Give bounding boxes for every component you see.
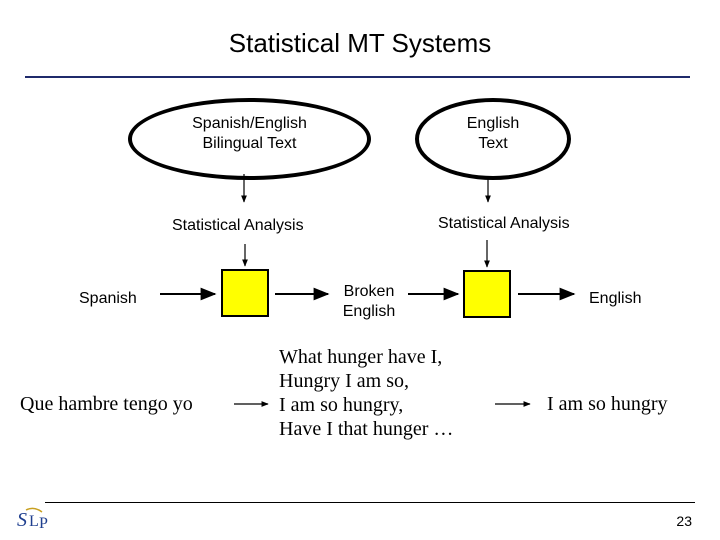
- slp-logo: S L P: [17, 507, 48, 532]
- candidate-line-2: Hungry I am so,: [279, 370, 409, 392]
- footer-divider: [45, 502, 695, 503]
- pipeline-input-label: Spanish: [79, 290, 137, 307]
- page-number: 23: [676, 513, 692, 529]
- slide-title: Statistical MT Systems: [228, 28, 492, 58]
- english-text-line-2: Text: [478, 135, 508, 152]
- example-output: I am so hungry: [547, 393, 668, 415]
- pipeline-output-label: English: [589, 290, 642, 307]
- example-candidates: What hunger have I, Hungry I am so, I am…: [279, 345, 453, 441]
- candidate-line-4: Have I that hunger …: [279, 418, 454, 440]
- slp-logo-l: L: [29, 513, 39, 530]
- example-input: Que hambre tengo yo: [20, 393, 193, 415]
- candidate-line-1: What hunger have I,: [279, 346, 443, 368]
- bilingual-text-line-2: Bilingual Text: [202, 135, 297, 152]
- broken-english-label: Broken English: [336, 282, 402, 322]
- translation-model-box: [221, 269, 269, 317]
- slp-logo-s: S: [17, 509, 27, 531]
- candidate-line-3: I am so hungry,: [279, 394, 404, 416]
- language-model-box: [463, 270, 511, 318]
- slp-logo-p: P: [39, 515, 48, 532]
- english-text-line-1: English: [466, 115, 520, 132]
- statistical-analysis-left: Statistical Analysis: [172, 217, 304, 234]
- broken-english-line-1: Broken: [343, 283, 395, 300]
- bilingual-text-label: Spanish/English Bilingual Text: [128, 114, 371, 154]
- english-text-label: English Text: [415, 114, 571, 154]
- broken-english-line-2: English: [342, 303, 396, 320]
- english-text-ellipse: [415, 98, 571, 180]
- bilingual-text-ellipse: [128, 98, 371, 180]
- statistical-analysis-right: Statistical Analysis: [438, 215, 570, 232]
- title-divider: [25, 76, 690, 78]
- bilingual-text-line-1: Spanish/English: [192, 115, 307, 132]
